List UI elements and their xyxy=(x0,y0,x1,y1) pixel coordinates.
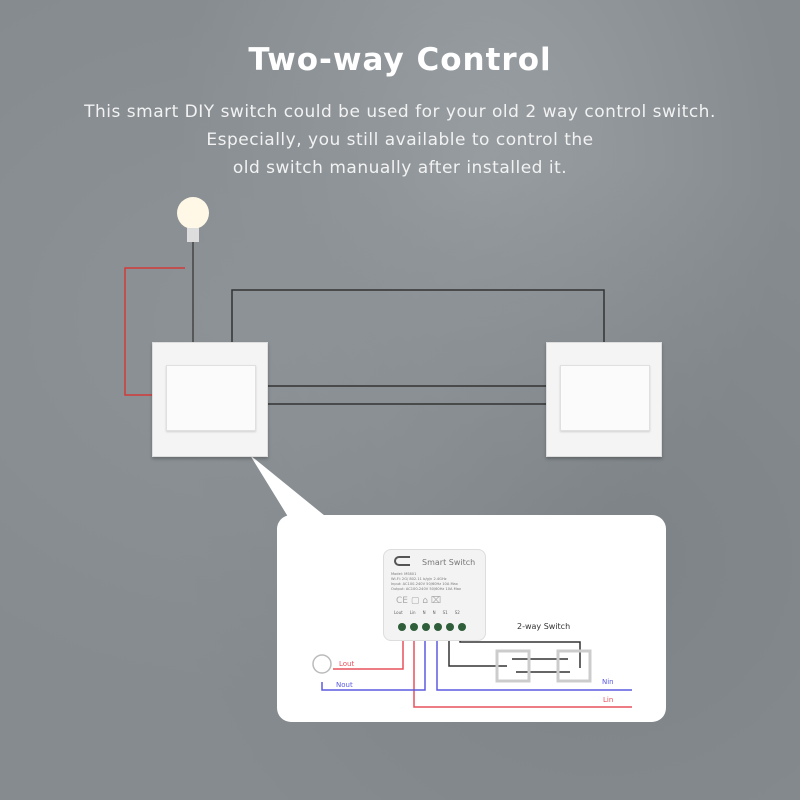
terminal-label: S1 xyxy=(442,610,448,615)
lout-wire xyxy=(333,632,404,670)
terminal-label: Lin xyxy=(409,610,416,615)
switch-rocker xyxy=(166,365,256,431)
live-wire xyxy=(124,267,185,396)
terminal-label: S2 xyxy=(454,610,460,615)
wall-switch-left xyxy=(152,342,268,457)
module-brand: Smart Switch xyxy=(422,558,476,567)
logo-icon xyxy=(394,556,410,566)
terminal-labels: Lout Lin N N S1 S2 xyxy=(394,610,460,615)
terminal-label: Lout xyxy=(394,610,403,615)
certification-icons: CE ▢ ⌂ ⌧ xyxy=(396,596,442,606)
terminal-screw xyxy=(422,623,430,631)
traveler-wire-top xyxy=(231,289,605,342)
page-title: Two-way Control xyxy=(248,42,552,78)
switch-rocker xyxy=(560,365,650,431)
bulb-icon xyxy=(312,654,332,674)
terminal-block xyxy=(398,623,466,631)
callout-pointer xyxy=(250,455,330,520)
light-bulb-icon xyxy=(177,197,209,229)
terminal-screw xyxy=(434,623,442,631)
terminal-screw xyxy=(458,623,466,631)
nout-wire xyxy=(321,632,426,691)
spec-line: Input: AC100-240V 50/60Hz 10A Max xyxy=(391,582,458,586)
terminal-label: N xyxy=(432,610,436,615)
terminal-screw xyxy=(410,623,418,631)
spec-line: Output: AC100-240V 50/60Hz 10A Max xyxy=(391,587,462,591)
nin-wire xyxy=(436,632,632,691)
switch-icon xyxy=(556,649,592,683)
lin-label: Lin xyxy=(603,696,614,704)
s1-wire xyxy=(448,632,507,667)
subtitle-line: Especially, you still available to contr… xyxy=(206,130,594,150)
nin-label: Nin xyxy=(602,678,614,686)
two-way-switch-label: 2-way Switch xyxy=(517,622,571,631)
terminal-label: N xyxy=(422,610,426,615)
subtitle-line: This smart DIY switch could be used for … xyxy=(84,102,716,122)
switch-icon xyxy=(495,649,531,683)
spec-line: Model: MS601 xyxy=(391,572,417,576)
terminal-screw xyxy=(398,623,406,631)
lout-label: Lout xyxy=(339,660,355,668)
subtitle: This smart DIY switch could be used for … xyxy=(0,98,800,182)
terminal-screw xyxy=(446,623,454,631)
nout-label: Nout xyxy=(336,681,353,689)
subtitle-line: old switch manually after installed it. xyxy=(232,158,568,178)
wall-switch-right xyxy=(546,342,662,457)
bulb-base xyxy=(187,228,199,242)
lin-wire xyxy=(413,632,632,708)
spec-line: Wi-Fi: 2G/ 802.11 b/g/n 2.4GHz xyxy=(391,577,447,581)
smart-switch-module: Smart Switch Model: MS601 Wi-Fi: 2G/ 802… xyxy=(383,549,486,641)
